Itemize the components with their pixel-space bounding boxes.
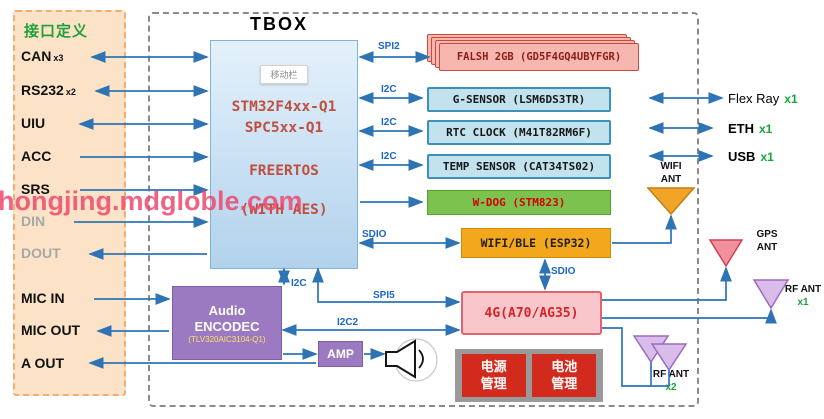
io-mic-in: MIC IN xyxy=(21,290,65,306)
io-acc-label: ACC xyxy=(21,148,52,164)
io-srs: SRS xyxy=(21,181,50,197)
flash-block: FALSH 2GB (GD5F4GQ4UBYFGR) xyxy=(427,34,641,74)
tbox-boundary xyxy=(148,12,699,407)
gps-ant-line1: GPS xyxy=(756,229,778,240)
io-can-count: x3 xyxy=(53,53,64,63)
mcu-line-aes: (WITH AES) xyxy=(240,202,328,218)
bus-spi2: SPI2 xyxy=(378,41,400,52)
io-rs232-count: x2 xyxy=(65,87,76,97)
rf-ant-x1-label: RF ANT x1 xyxy=(782,283,824,309)
tbox-title: TBOX xyxy=(250,14,309,34)
io-a-out-label: A OUT xyxy=(21,355,65,371)
power-mgmt-group: 电源管理 电池管理 xyxy=(455,349,603,402)
audio-line2: ENCODEC xyxy=(194,318,260,334)
io-mic-out: MIC OUT xyxy=(21,322,80,338)
rf-ant-x1-count: x1 xyxy=(797,297,809,308)
battery-mgmt-block: 电池管理 xyxy=(532,354,597,397)
audio-codec-block: Audio ENCODEC (TLV320AIC3104-Q1) xyxy=(172,286,282,360)
rf-ant-x2-count: x2 xyxy=(665,382,677,393)
bus-i2c-rtc: I2C xyxy=(381,117,397,128)
gps-antenna-icon xyxy=(708,239,744,268)
bus-i2c-temp: I2C xyxy=(381,151,397,162)
rf-ant-x2-text: RF ANT xyxy=(652,369,690,380)
speaker-power-label: 2W xyxy=(398,353,415,365)
wifi-ant-label: WIFI ANT xyxy=(646,160,696,186)
interface-panel-title: 接口定义 xyxy=(24,23,89,40)
g-sensor-block: G-SENSOR (LSM6DS3TR) xyxy=(427,87,611,112)
battery-mgmt-label: 电池管理 xyxy=(551,359,578,391)
bus-i2c2: I2C2 xyxy=(337,317,359,328)
io-can-label: CAN xyxy=(21,48,52,64)
flash-card-front: FALSH 2GB (GD5F4GQ4UBYFGR) xyxy=(439,43,639,71)
io-mic-in-label: MIC IN xyxy=(21,290,65,306)
interface-panel xyxy=(13,10,126,396)
eth-interface: ETH x1 xyxy=(728,121,772,136)
io-din: DIN xyxy=(21,213,45,229)
io-rs232-label: RS232 xyxy=(21,82,64,98)
mcu-overlay-tag: 移动栏 xyxy=(260,65,308,84)
amp-block: AMP xyxy=(318,341,363,367)
mcu-line-freertos: FREERTOS xyxy=(249,163,319,179)
power-mgmt-block: 电源管理 xyxy=(461,354,526,397)
audio-part-number: (TLV320AIC3104-Q1) xyxy=(188,334,266,344)
audio-line1: Audio xyxy=(208,302,246,318)
gps-ant-line2: ANT xyxy=(756,242,778,253)
usb-count: x1 xyxy=(760,150,774,164)
mcu-block: 移动栏 STM32F4xx-Q1 SPC5xx-Q1 FREERTOS (WIT… xyxy=(210,40,358,269)
bus-spi5: SPI5 xyxy=(373,290,395,301)
flexray-count: x1 xyxy=(784,92,798,106)
bus-i2c-gsensor: I2C xyxy=(381,84,397,95)
eth-label: ETH xyxy=(728,121,754,136)
io-dout-label: DOUT xyxy=(21,245,61,261)
io-din-label: DIN xyxy=(21,213,46,229)
io-uiu: UIU xyxy=(21,115,45,131)
temp-sensor-block: TEMP SENSOR (CAT34TS02) xyxy=(427,154,611,179)
eth-count: x1 xyxy=(759,122,773,136)
flexray-interface: Flex Ray x1 xyxy=(728,91,798,106)
io-uiu-label: UIU xyxy=(21,115,46,131)
bus-sdio-4g: SDIO xyxy=(551,266,576,277)
wifi-ble-block: WIFI/BLE (ESP32) xyxy=(461,228,611,258)
wifi-ant-line1: WIFI xyxy=(660,161,682,172)
io-a-out: A OUT xyxy=(21,355,64,371)
power-mgmt-label: 电源管理 xyxy=(480,359,507,391)
gps-ant-label: GPS ANT xyxy=(746,228,788,254)
io-srs-label: SRS xyxy=(21,181,50,197)
usb-label: USB xyxy=(728,149,756,164)
rf-ant-x2-label: RF ANT x2 xyxy=(646,368,696,394)
io-dout: DOUT xyxy=(21,245,61,261)
rtc-block: RTC CLOCK (M41T82RM6F) xyxy=(427,120,611,145)
modem-4g-block: 4G(A70/AG35) xyxy=(461,291,602,335)
wifi-ant-line2: ANT xyxy=(660,174,682,185)
flexray-label: Flex Ray xyxy=(728,91,780,106)
io-acc: ACC xyxy=(21,148,51,164)
mcu-line-stm32: STM32F4xx-Q1 xyxy=(231,99,337,115)
bus-i2c-audio: I2C xyxy=(291,278,307,289)
bus-sdio-wifi: SDIO xyxy=(362,229,387,240)
io-mic-out-label: MIC OUT xyxy=(21,322,81,338)
rf-ant-x1-text: RF ANT xyxy=(784,284,822,295)
mcu-line-spc5: SPC5xx-Q1 xyxy=(244,120,324,136)
usb-interface: USB x1 xyxy=(728,149,774,164)
watchdog-block: W-DOG (STM823) xyxy=(427,190,611,215)
